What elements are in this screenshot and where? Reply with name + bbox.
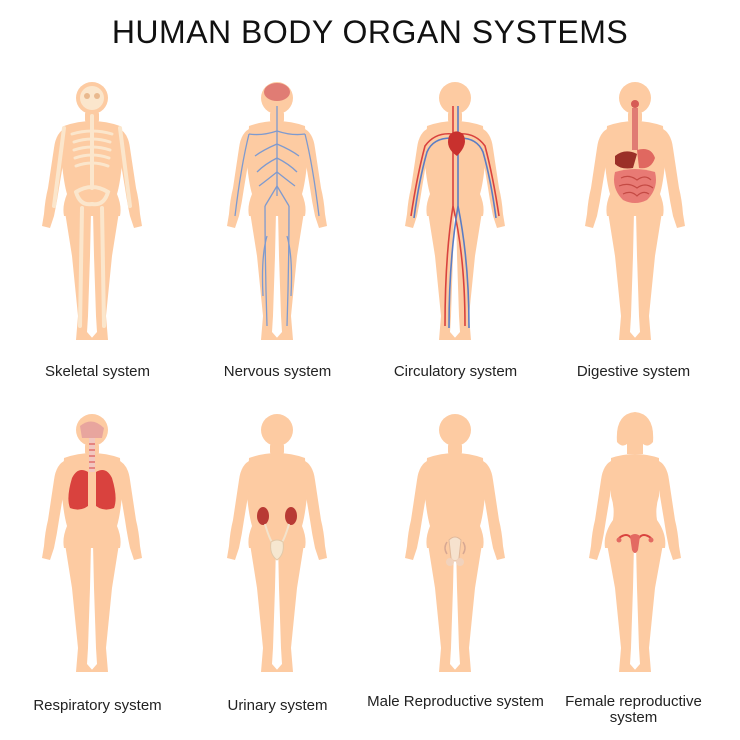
system-label: Respiratory system bbox=[33, 697, 162, 714]
lungs-icon bbox=[42, 414, 142, 672]
circulatory-figure bbox=[405, 76, 505, 356]
skeleton-icon bbox=[42, 82, 142, 340]
system-label: Digestive system bbox=[576, 363, 691, 380]
system-label: Female reproductive system bbox=[565, 693, 702, 726]
digestive-tract-icon bbox=[585, 82, 685, 340]
system-label: Urinary system bbox=[227, 697, 328, 714]
male-reproductive-figure bbox=[405, 408, 505, 688]
page-title: HUMAN BODY ORGAN SYSTEMS bbox=[111, 14, 629, 50]
urinary-figure bbox=[227, 408, 327, 688]
system-label: Nervous system bbox=[223, 363, 332, 380]
skeletal-figure bbox=[42, 76, 142, 356]
nerves-icon bbox=[227, 82, 327, 340]
system-label: Circulatory system bbox=[393, 363, 518, 380]
system-label: Male Reproductive system bbox=[367, 693, 544, 710]
kidneys-icon bbox=[227, 414, 327, 672]
respiratory-figure bbox=[42, 408, 142, 688]
system-label: Skeletal system bbox=[44, 363, 151, 380]
male-reproductive-icon bbox=[405, 414, 505, 672]
female-reproductive-icon bbox=[589, 412, 681, 672]
nervous-figure bbox=[227, 76, 327, 356]
digestive-figure bbox=[585, 76, 685, 356]
female-reproductive-figure bbox=[585, 408, 685, 688]
vessels-icon bbox=[405, 82, 505, 340]
